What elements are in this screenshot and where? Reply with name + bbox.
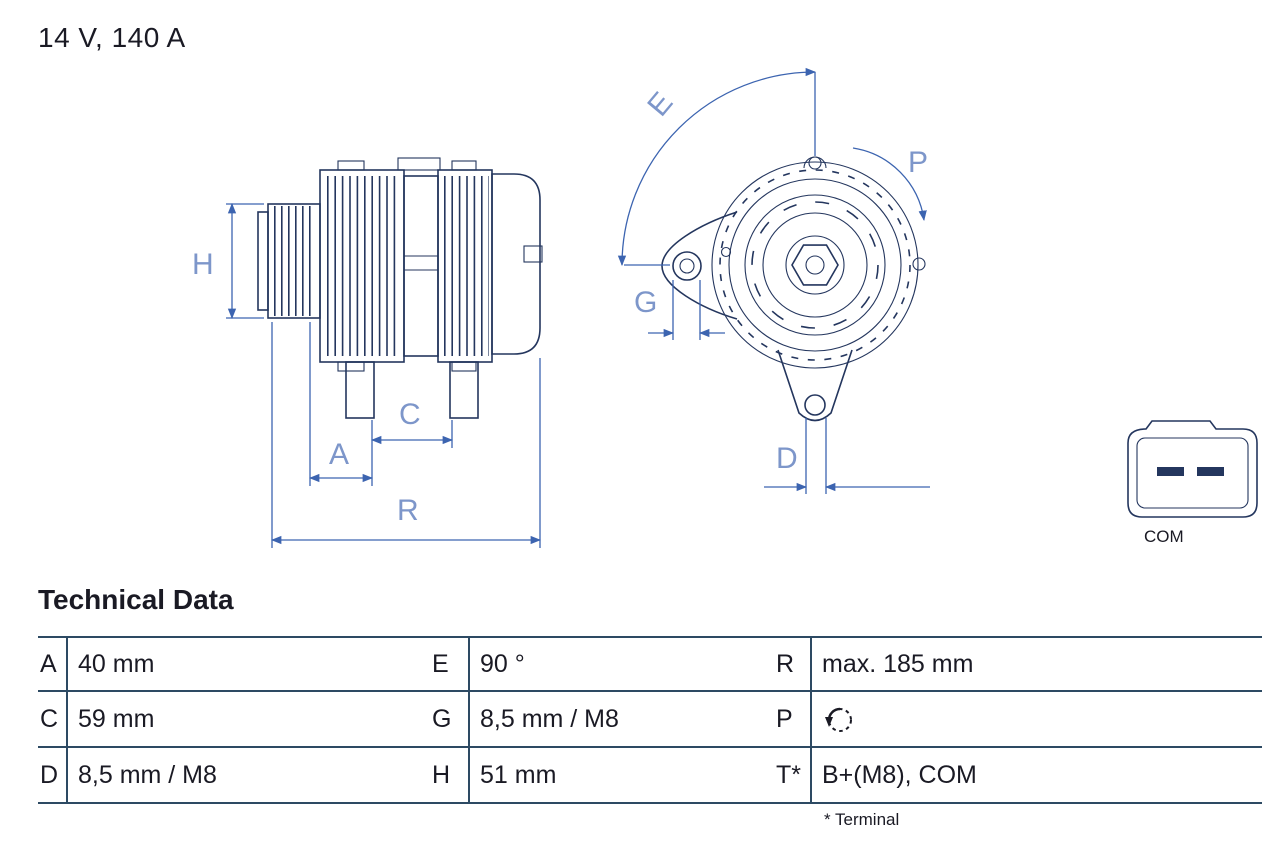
dimension-label-p: P — [908, 146, 928, 179]
table-cell-label: H — [426, 748, 470, 804]
table-cell-value: 90 ° — [470, 636, 770, 692]
connector-label: COM — [1144, 527, 1184, 546]
table-cell-label: R — [770, 636, 812, 692]
connector-drawing: COM — [1127, 420, 1258, 546]
alternator-front-view — [661, 156, 926, 422]
table-cell-label: C — [38, 692, 68, 748]
dimension-label-h: H — [192, 248, 214, 281]
counterclockwise-rotation-icon — [825, 707, 852, 732]
table-cell-value: 59 mm — [68, 692, 426, 748]
table-cell-label: D — [38, 748, 68, 804]
table-cell-value: B+(M8), COM — [812, 748, 1262, 804]
dimension-label-a: A — [329, 438, 349, 471]
table-cell-value: 8,5 mm / M8 — [68, 748, 426, 804]
side-view-dimensions: H A C R — [192, 202, 542, 548]
connector-pin — [1197, 467, 1224, 476]
dimension-label-c: C — [399, 398, 421, 431]
connector-pin — [1157, 467, 1184, 476]
dimension-label-g: G — [634, 286, 657, 319]
table-cell-value: 40 mm — [68, 636, 426, 692]
table-cell-value: max. 185 mm — [812, 636, 1262, 692]
table-cell-label: A — [38, 636, 68, 692]
alternator-side-view — [257, 157, 543, 419]
technical-drawing: H A C R — [192, 67, 1258, 548]
table-cell-value: 8,5 mm / M8 — [470, 692, 770, 748]
table-cell-value: 51 mm — [470, 748, 770, 804]
technical-data-table: A 40 mm E 90 ° R max. 185 mm C 59 mm G 8… — [38, 636, 1262, 804]
dimension-label-r: R — [397, 494, 419, 527]
table-cell-label: T* — [770, 748, 812, 804]
table-cell-label: P — [770, 692, 812, 748]
dimension-label-d: D — [776, 442, 798, 475]
front-view-dimensions: E P G D — [617, 67, 930, 494]
table-cell-label: E — [426, 636, 470, 692]
rating-title: 14 V, 140 A — [38, 22, 186, 53]
rotation-direction-cell — [812, 692, 1262, 748]
technical-data-heading: Technical Data — [38, 584, 234, 615]
terminal-footnote: * Terminal — [824, 810, 900, 829]
table-cell-label: G — [426, 692, 470, 748]
dimension-label-e: E — [641, 86, 679, 123]
